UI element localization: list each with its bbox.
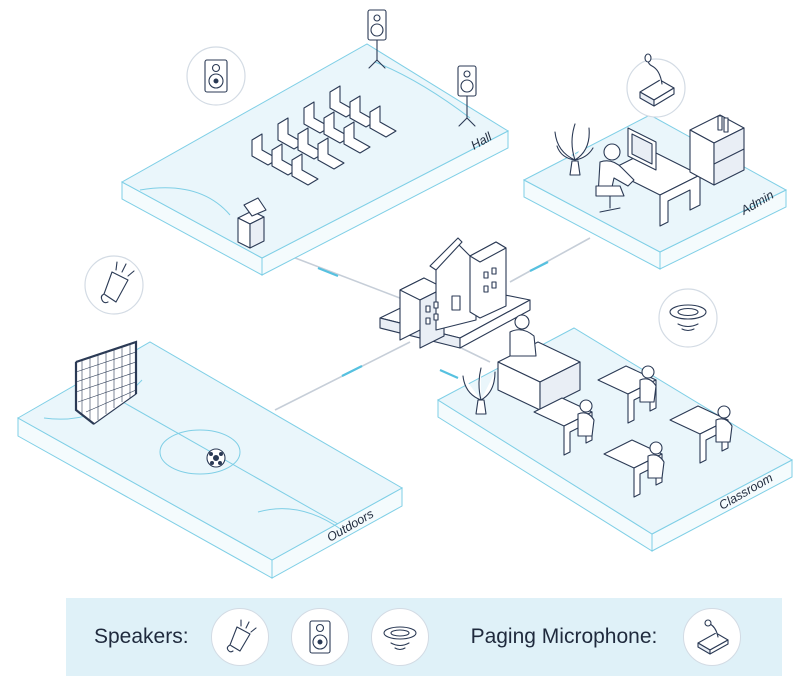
teacher-desk [498, 315, 580, 410]
hall-speaker-badge [187, 47, 245, 105]
box-speaker-icon [291, 608, 349, 666]
soccer-ball [207, 449, 225, 467]
admin-paging-badge [627, 54, 685, 117]
megaphone-speaker-icon [211, 608, 269, 666]
central-school-building [380, 238, 530, 348]
admin-zone: Admin [524, 115, 786, 269]
outdoors-speaker-badge [85, 256, 143, 314]
speakers-legend-label: Speakers: [94, 625, 189, 649]
admin-shelf [690, 115, 744, 185]
classroom-speaker-badge [659, 289, 717, 347]
box-speaker-icon [205, 60, 227, 92]
classroom-zone: Classroom [438, 315, 792, 551]
paging-microphone-icon [683, 608, 741, 666]
legend-bar: Speakers: Paging Microphone: [66, 598, 782, 676]
hall-zone: Hall [122, 10, 508, 275]
ceiling-speaker-icon [371, 608, 429, 666]
outdoors-zone: Outdoors [18, 342, 402, 578]
paging-microphone-legend-label: Paging Microphone: [471, 625, 658, 649]
